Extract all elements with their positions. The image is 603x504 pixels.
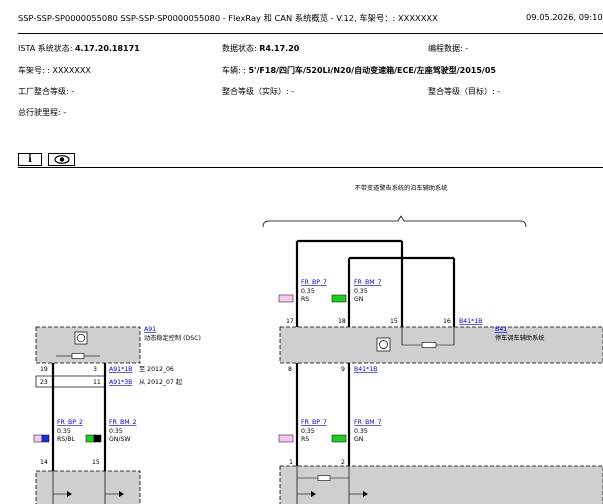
info-button[interactable]: i xyxy=(18,153,42,166)
pma-ref-link[interactable]: B41 xyxy=(495,326,507,333)
dsc-conn-1b-note: 至 2012_06 xyxy=(139,366,174,373)
color-swatch-gn xyxy=(85,434,95,443)
factory-ilevel: 工厂整合等级: - xyxy=(18,87,75,96)
svg-text:GN: GN xyxy=(354,296,364,303)
svg-text:14: 14 xyxy=(40,459,48,466)
vehicle-field: 车辆: : 5'/F18/四门车/520Li/N20/自动变速箱/ECE/左座驾… xyxy=(222,66,496,75)
document-title: SSP-SSP-SP0000055080 SSP-SSP-SP000005508… xyxy=(18,13,438,23)
dsc-conn-1b-link[interactable]: A91*1B xyxy=(109,366,132,373)
info-icon: i xyxy=(28,153,32,165)
ilevel-actual: 整合等级（实际）: - xyxy=(222,87,295,96)
svg-text:RS: RS xyxy=(301,436,309,443)
dsc-pin-3: 3 xyxy=(93,366,97,373)
pma-name: 停车调车辅助系统 xyxy=(495,334,545,342)
programming-data: 编程数据: - xyxy=(428,44,469,53)
wire-label-fr-bm-2[interactable]: FR_BM_2 xyxy=(109,419,137,426)
wire-label-fr-bp-2[interactable]: FR_BP_2 xyxy=(57,419,83,426)
dsc-pin-11: 11 xyxy=(93,379,101,386)
color-swatch-sw xyxy=(93,434,102,443)
resistor-icon xyxy=(71,353,85,359)
wire-label-fr-bm-7-top[interactable]: FR_BM_7 xyxy=(354,279,382,286)
color-swatch-rs-top xyxy=(278,294,294,303)
svg-text:18: 18 xyxy=(338,318,346,325)
svg-text:GN/SW: GN/SW xyxy=(109,436,131,443)
dsc-conn-3b-note: 从 2012_07 起 xyxy=(139,378,182,386)
svg-text:9: 9 xyxy=(341,366,345,373)
color-swatch-bl xyxy=(41,434,50,443)
svg-text:GN: GN xyxy=(354,436,364,443)
svg-text:0.35: 0.35 xyxy=(57,428,71,435)
eye-icon xyxy=(53,155,70,164)
svg-text:0.35: 0.35 xyxy=(301,428,315,435)
header-bar: SSP-SSP-SP0000055080 SSP-SSP-SP000005508… xyxy=(0,0,603,34)
ilevel-target: 整合等级（目标）: - xyxy=(428,87,501,96)
dsc-conn-3b-link[interactable]: A91*3B xyxy=(109,379,132,386)
total-mileage: 总行驶里程: - xyxy=(18,108,67,117)
dsc-pin-19: 19 xyxy=(40,366,48,373)
dsc-pin-23: 23 xyxy=(40,379,48,386)
dsc-ref-link[interactable]: A91 xyxy=(144,326,156,333)
svg-text:RS: RS xyxy=(301,296,309,303)
wire-label-fr-bp-7-top[interactable]: FR_BP_7 xyxy=(301,279,327,286)
svg-text:0.35: 0.35 xyxy=(354,428,368,435)
svg-text:15: 15 xyxy=(390,318,398,325)
wire-label-fr-bp-7-bottom[interactable]: FR_BP_7 xyxy=(301,419,327,426)
caption-bracket xyxy=(262,215,527,228)
svg-text:0.35: 0.35 xyxy=(301,288,315,295)
svg-text:17: 17 xyxy=(286,318,294,325)
lower-right-resistor-icon xyxy=(317,475,331,481)
vin-field: 车架号: : XXXXXXX xyxy=(18,66,91,75)
toolbar-divider xyxy=(18,167,603,168)
svg-text:15: 15 xyxy=(92,459,100,466)
lower-right-module-box[interactable] xyxy=(279,465,603,504)
document-date: 09.05.2026, 09:10 xyxy=(526,12,603,22)
color-swatch-gn-top xyxy=(331,294,347,303)
svg-text:0.35: 0.35 xyxy=(109,428,123,435)
pma-resistor-icon xyxy=(421,342,437,348)
svg-text:16: 16 xyxy=(443,318,451,325)
ecu-symbol-icon xyxy=(74,331,88,345)
svg-text:8: 8 xyxy=(288,366,292,373)
pma-conn-1b-link-top[interactable]: B41*1B xyxy=(459,318,482,325)
view-button[interactable] xyxy=(48,153,75,166)
ista-status: ISTA 系统状态: 4.17.20.18171 xyxy=(18,44,140,53)
wire-label-fr-bm-7-bottom[interactable]: FR_BM_7 xyxy=(354,419,382,426)
svg-text:0.35: 0.35 xyxy=(354,288,368,295)
diagram-caption: 不带变道警告系统的泊车辅助系统 xyxy=(355,184,448,192)
data-status: 数据状态: R4.17.20 xyxy=(222,44,300,53)
dsc-name: 动态稳定控制 (DSC) xyxy=(144,334,201,342)
color-swatch-rs xyxy=(33,434,43,443)
header-divider xyxy=(18,33,603,34)
color-swatch-rs-bottom xyxy=(278,434,294,443)
dsc-module-box[interactable] xyxy=(35,326,141,364)
pma-conn-1b-link-bottom[interactable]: B41*1B xyxy=(354,366,377,373)
pma-ecu-symbol-icon xyxy=(376,337,391,352)
svg-text:1: 1 xyxy=(289,459,293,466)
lower-left-module-box[interactable] xyxy=(35,470,141,504)
svg-text:2: 2 xyxy=(341,459,345,466)
color-swatch-gn-bottom xyxy=(331,434,347,443)
svg-text:RS/BL: RS/BL xyxy=(57,436,76,443)
